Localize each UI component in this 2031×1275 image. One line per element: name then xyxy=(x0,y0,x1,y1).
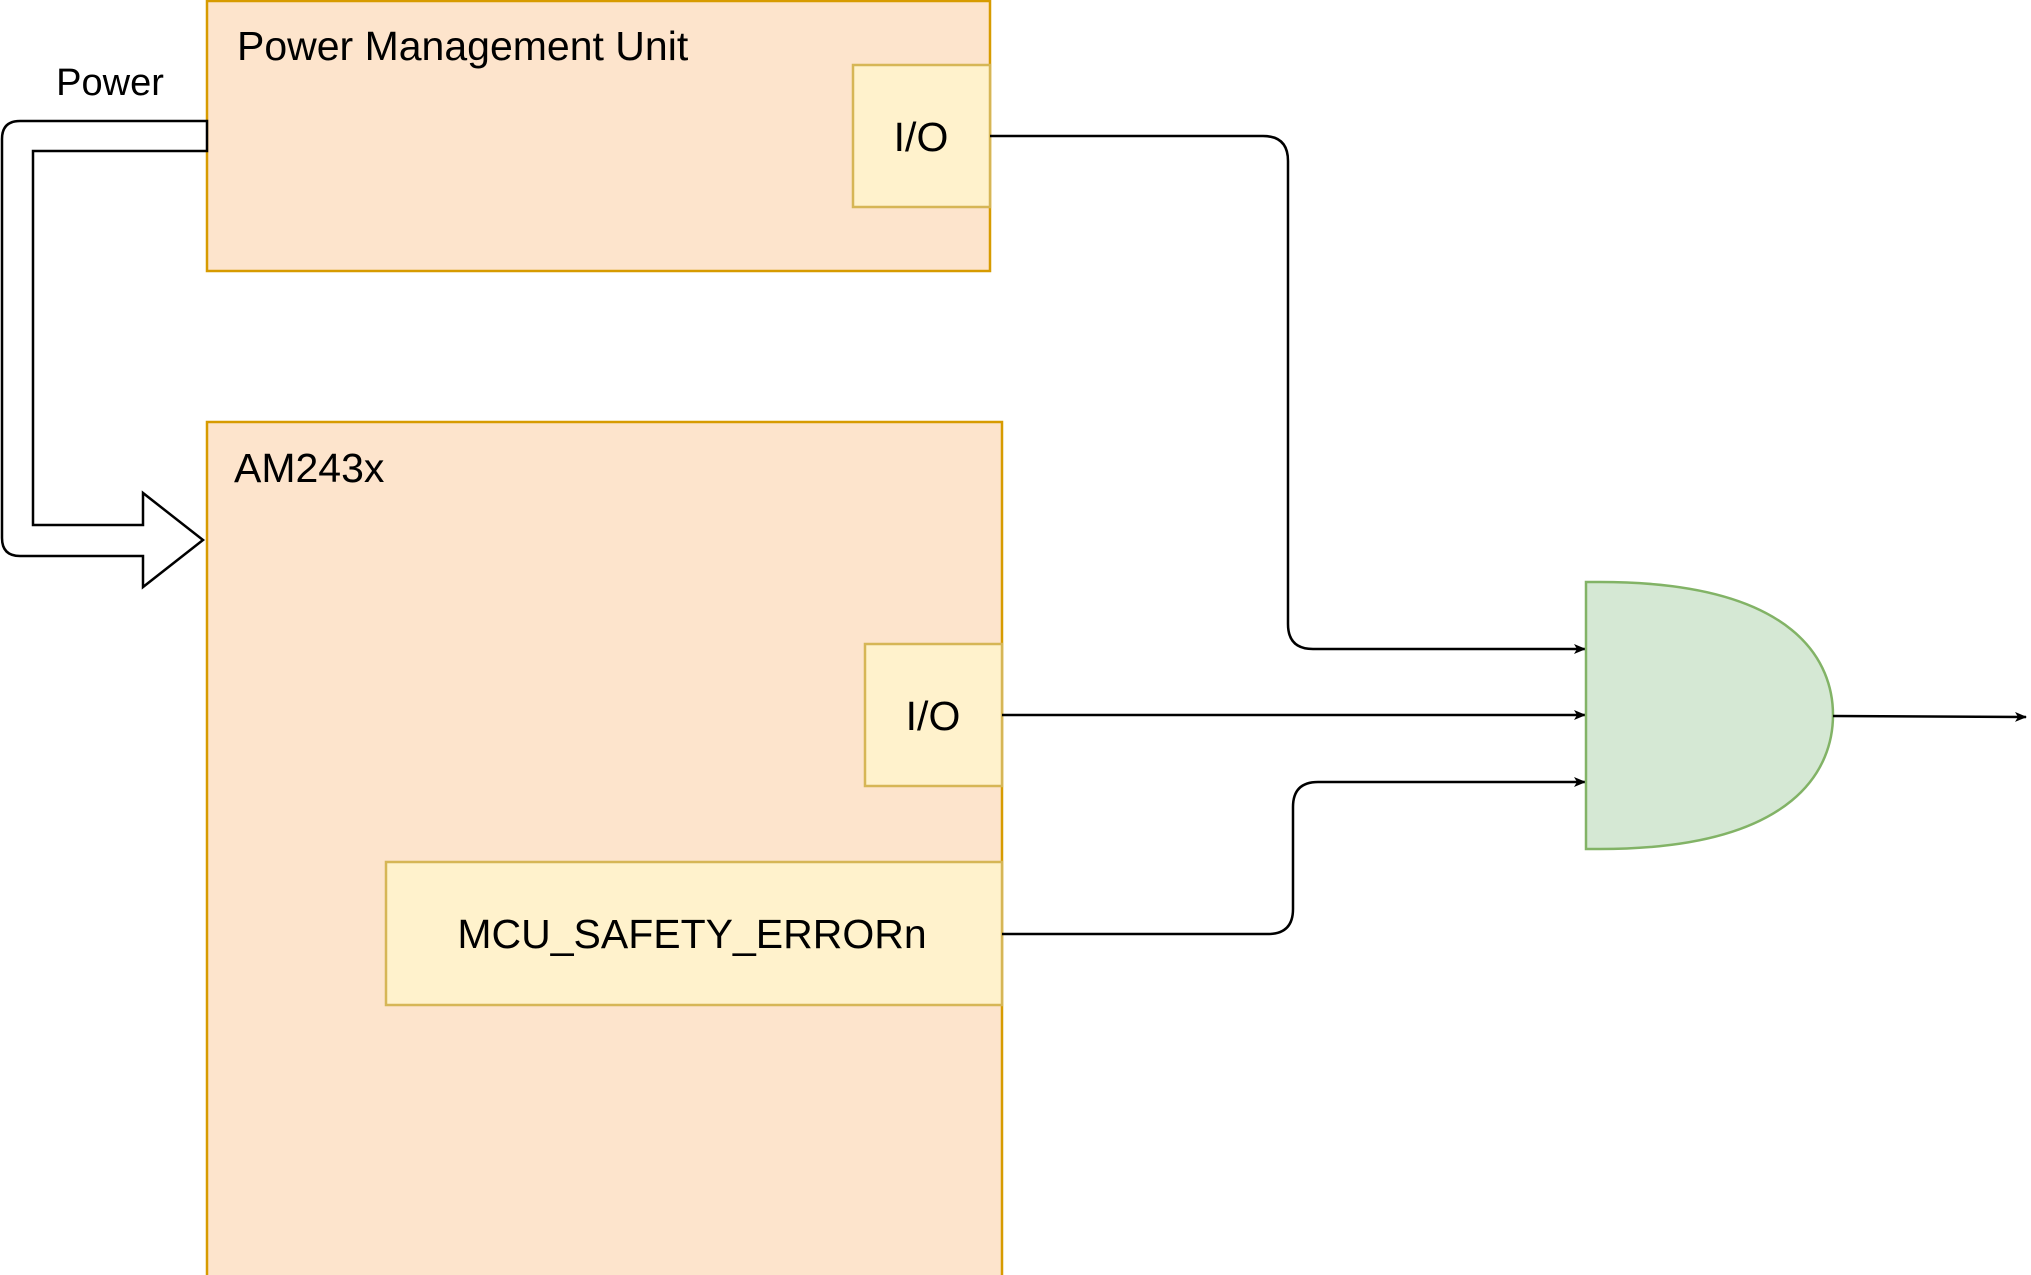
pmu-title: Power Management Unit xyxy=(237,23,689,69)
mcu-io-box xyxy=(863,642,1004,788)
pmu-io-box xyxy=(851,63,992,209)
mcu-title: AM243x xyxy=(234,445,385,491)
pmu-block[interactable]: Power Management Unit I/O xyxy=(205,0,992,273)
pmu-io-label: I/O xyxy=(894,114,949,160)
gate-output-wire xyxy=(1832,711,2027,722)
pmu-io-wire xyxy=(990,134,1586,654)
mcu-io-label: I/O xyxy=(906,693,961,739)
power-label: Power xyxy=(56,62,164,104)
mcu-block[interactable]: AM243x I/O MCU_SAFETY_ERRORn xyxy=(205,420,1004,1275)
mcu-io-port[interactable]: I/O xyxy=(863,642,1004,788)
mcu-safety-error-label: MCU_SAFETY_ERRORn xyxy=(457,911,926,957)
safety-error-wire xyxy=(1002,777,1586,936)
mcu-safety-error-box xyxy=(384,860,1004,1007)
pmu-io-port[interactable]: I/O xyxy=(851,63,992,209)
and-gate-icon[interactable] xyxy=(1584,580,1835,851)
mcu-safety-error-port[interactable]: MCU_SAFETY_ERRORn xyxy=(384,860,1004,1007)
power-bus-arrow xyxy=(0,119,209,590)
mcu-box xyxy=(205,420,1004,1275)
